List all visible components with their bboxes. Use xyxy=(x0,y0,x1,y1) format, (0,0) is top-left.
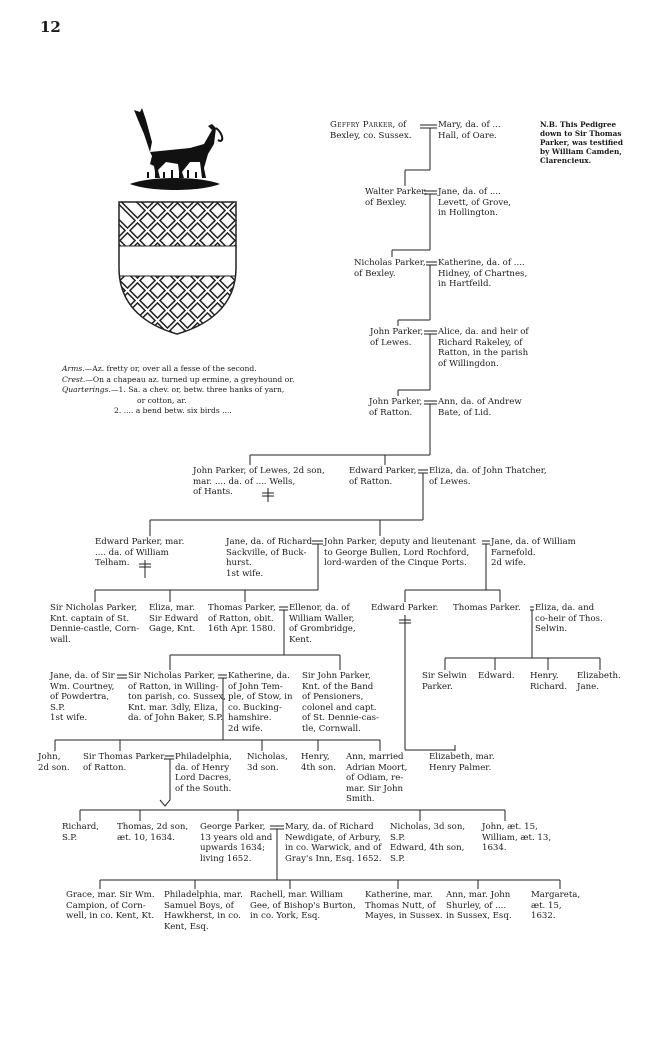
margareta: Margareta, æt. 15, 1632. xyxy=(531,890,581,922)
katherine-hidney: Katherine, da. of .... Hidney, of Chartn… xyxy=(438,258,528,290)
quartering-2: 2. .... a bend betw. six birds .... xyxy=(114,406,232,416)
nicholas-parker: Nicholas Parker, of Bexley. xyxy=(354,258,426,279)
shield-arms-icon xyxy=(118,201,237,335)
john-parker-deputy: John Parker, deputy and lieutenant to Ge… xyxy=(324,537,476,569)
katherine-nutt: Katherine, mar. Thomas Nutt, of Mayes, i… xyxy=(365,890,443,922)
john-parker-ratton: John Parker, of Ratton. xyxy=(369,397,423,418)
nicholas-3d-son: Nicholas, 3d son. xyxy=(247,752,288,773)
john-2d-son: John, 2d son. xyxy=(38,752,70,773)
eliza-thatcher: Eliza, da. of John Thatcher, of Lewes. xyxy=(429,466,547,487)
geffry-parker: Geffry Parker, of Bexley, co. Sussex. xyxy=(330,120,412,141)
crest-label: Crest. xyxy=(62,374,86,384)
ann-moort: Ann, married Adrian Moort, of Odiam, re-… xyxy=(346,752,408,805)
quartering-1: —1. Sa. a chev. or, betw. three hanks of… xyxy=(110,385,285,395)
ellenor-waller: Ellenor, da. of William Waller, of Gromb… xyxy=(289,603,356,645)
sir-nicholas-parker-ratton: Sir Nicholas Parker, of Ratton, in Willi… xyxy=(128,671,226,724)
mary-hall: Mary, da. of ... Hall, of Oare. xyxy=(438,120,501,141)
katherine-temple: Katherine, da. of John Tem- ple, of Stow… xyxy=(228,671,293,734)
jane-levett: Jane, da. of .... Levett, of Grove, in H… xyxy=(438,187,512,219)
philadelphia-boys: Philadelphia, mar. Samuel Boys, of Hawkh… xyxy=(164,890,243,932)
elizabeth-jane: Elizabeth. Jane. xyxy=(577,671,621,692)
henry-4th-son: Henry, 4th son. xyxy=(301,752,337,773)
mary-newdigate: Mary, da. of Richard Newdigate, of Arbur… xyxy=(285,822,382,864)
thomas-2d-son: Thomas, 2d son, æt. 10, 1634. xyxy=(117,822,189,843)
sir-john-parker-pensioners: Sir John Parker, Knt. of the Band of Pen… xyxy=(302,671,379,734)
quarterings-label: Quarterings. xyxy=(62,385,111,395)
jane-farnefold: Jane, da. of William Farnefold. 2d wife. xyxy=(491,537,576,569)
thomas-parker-ratton: Thomas Parker, of Ratton, obit. 16th Apr… xyxy=(208,603,276,635)
thomas-parker: Thomas Parker. xyxy=(453,603,521,613)
page-number: 12 xyxy=(40,18,61,36)
crest-greyhound-icon xyxy=(130,108,224,190)
john-parker-lewes-2d-son: John Parker, of Lewes, 2d son, mar. ....… xyxy=(193,466,325,498)
alice-rakeley: Alice, da. and heir of Richard Rakeley, … xyxy=(438,327,529,369)
henry-richard: Henry. Richard. xyxy=(530,671,568,692)
walter-parker: Walter Parker, of Bexley. xyxy=(365,187,428,208)
arms-text: —Az. fretty or, over all a fesse of the … xyxy=(84,364,257,373)
ann-bate: Ann, da. of Andrew Bate, of Lid. xyxy=(438,397,522,418)
eliza-selwin: Eliza, da. and co-heir of Thos. Selwin. xyxy=(535,603,603,635)
john-william: John, æt. 15, William, æt. 13, 1634. xyxy=(482,822,552,854)
arms-label: Arms. xyxy=(62,364,85,373)
quartering-1-cont: or cotton, ar. xyxy=(137,395,187,405)
edward-parker-ratton: Edward Parker, of Ratton. xyxy=(349,466,417,487)
philadelphia-dacres: Philadelphia, da. of Henry Lord Dacres, … xyxy=(175,752,232,794)
sir-selwin-parker: Sir Selwin Parker. xyxy=(422,671,467,692)
richard-sp: Richard, S.P. xyxy=(62,822,100,843)
grace-campion: Grace, mar. Sir Wm. Campion, of Corn- we… xyxy=(66,890,155,922)
heraldic-description: Arms.—Az. fretty or, over all a fesse of… xyxy=(62,364,322,417)
eliza-gage: Eliza, mar. Sir Edward Gage, Knt. xyxy=(149,603,199,635)
sir-thomas-parker-ratton: Sir Thomas Parker, of Ratton. xyxy=(83,752,167,773)
john-parker-lewes: John Parker, of Lewes. xyxy=(370,327,424,348)
edward-parker-telham: Edward Parker, mar. .... da. of William … xyxy=(95,537,185,569)
sir-nicholas-parker-captain: Sir Nicholas Parker, Knt. captain of St.… xyxy=(50,603,140,645)
elizabeth-palmer: Elizabeth, mar. Henry Palmer. xyxy=(429,752,495,773)
jane-courtney: Jane, da. of Sir Wm. Courtney, of Powder… xyxy=(50,671,115,724)
crest-text: —On a chapeau az. turned up ermine, a gr… xyxy=(85,374,295,384)
edward-parker: Edward Parker. xyxy=(371,603,439,613)
ann-shurley: Ann, mar. John Shurley, of .... in Susse… xyxy=(446,890,512,922)
rachell-gee: Rachell, mar. William Gee, of Bishop's B… xyxy=(250,890,356,922)
george-parker: George Parker, 13 years old and upwards … xyxy=(200,822,273,864)
jane-sackville: Jane, da. of Richard Sackville, of Buck-… xyxy=(226,537,313,579)
edward-selwin-son: Edward. xyxy=(478,671,515,681)
pedigree-note: N.B. This Pedigree down to Sir Thomas Pa… xyxy=(540,120,623,165)
nicholas-edward-sons: Nicholas, 3d son, S.P. Edward, 4th son, … xyxy=(390,822,466,864)
